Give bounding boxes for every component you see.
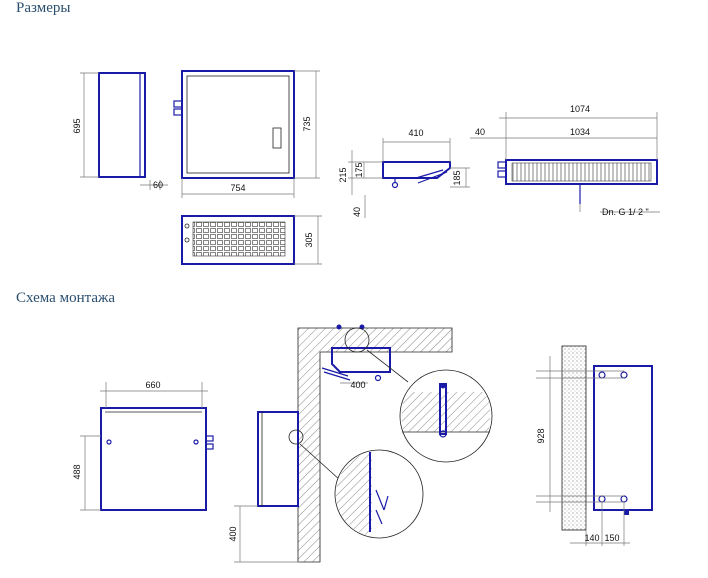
bottom-view (181, 215, 322, 265)
dim-215: 215 (338, 167, 348, 182)
dim-410: 410 (408, 128, 423, 138)
dim-488: 488 (72, 464, 82, 479)
dim-40-horizontal: 40 (475, 127, 485, 137)
dim-754: 754 (230, 183, 245, 193)
top-view (348, 138, 470, 218)
dim-400-top: 400 (350, 380, 365, 390)
dim-400: 400 (228, 526, 238, 541)
dim-40-vertical: 40 (352, 207, 362, 217)
pipe-spec: Dn. G 1/ 2 " (602, 207, 649, 217)
mounting-heading: Схема монтажа (16, 290, 116, 306)
dim-1074: 1074 (570, 104, 590, 114)
side-view (80, 72, 168, 190)
dim-735: 735 (302, 116, 312, 131)
dim-305: 305 (304, 232, 314, 247)
mount-front-view (80, 382, 214, 511)
dim-928: 928 (536, 428, 546, 443)
long-view (470, 112, 660, 213)
dim-660: 660 (145, 380, 160, 390)
mount-wall-section (234, 324, 493, 563)
dimensions-heading: Размеры (16, 0, 71, 16)
dim-175: 175 (354, 162, 364, 177)
dim-140: 140 (584, 533, 599, 543)
dim-1034: 1034 (570, 127, 590, 137)
dim-695: 695 (72, 118, 82, 133)
dim-185: 185 (452, 170, 462, 185)
front-view (173, 70, 320, 198)
mount-wall-elevation (536, 345, 653, 546)
dim-60: 60 (153, 180, 163, 190)
dim-150: 150 (604, 533, 619, 543)
